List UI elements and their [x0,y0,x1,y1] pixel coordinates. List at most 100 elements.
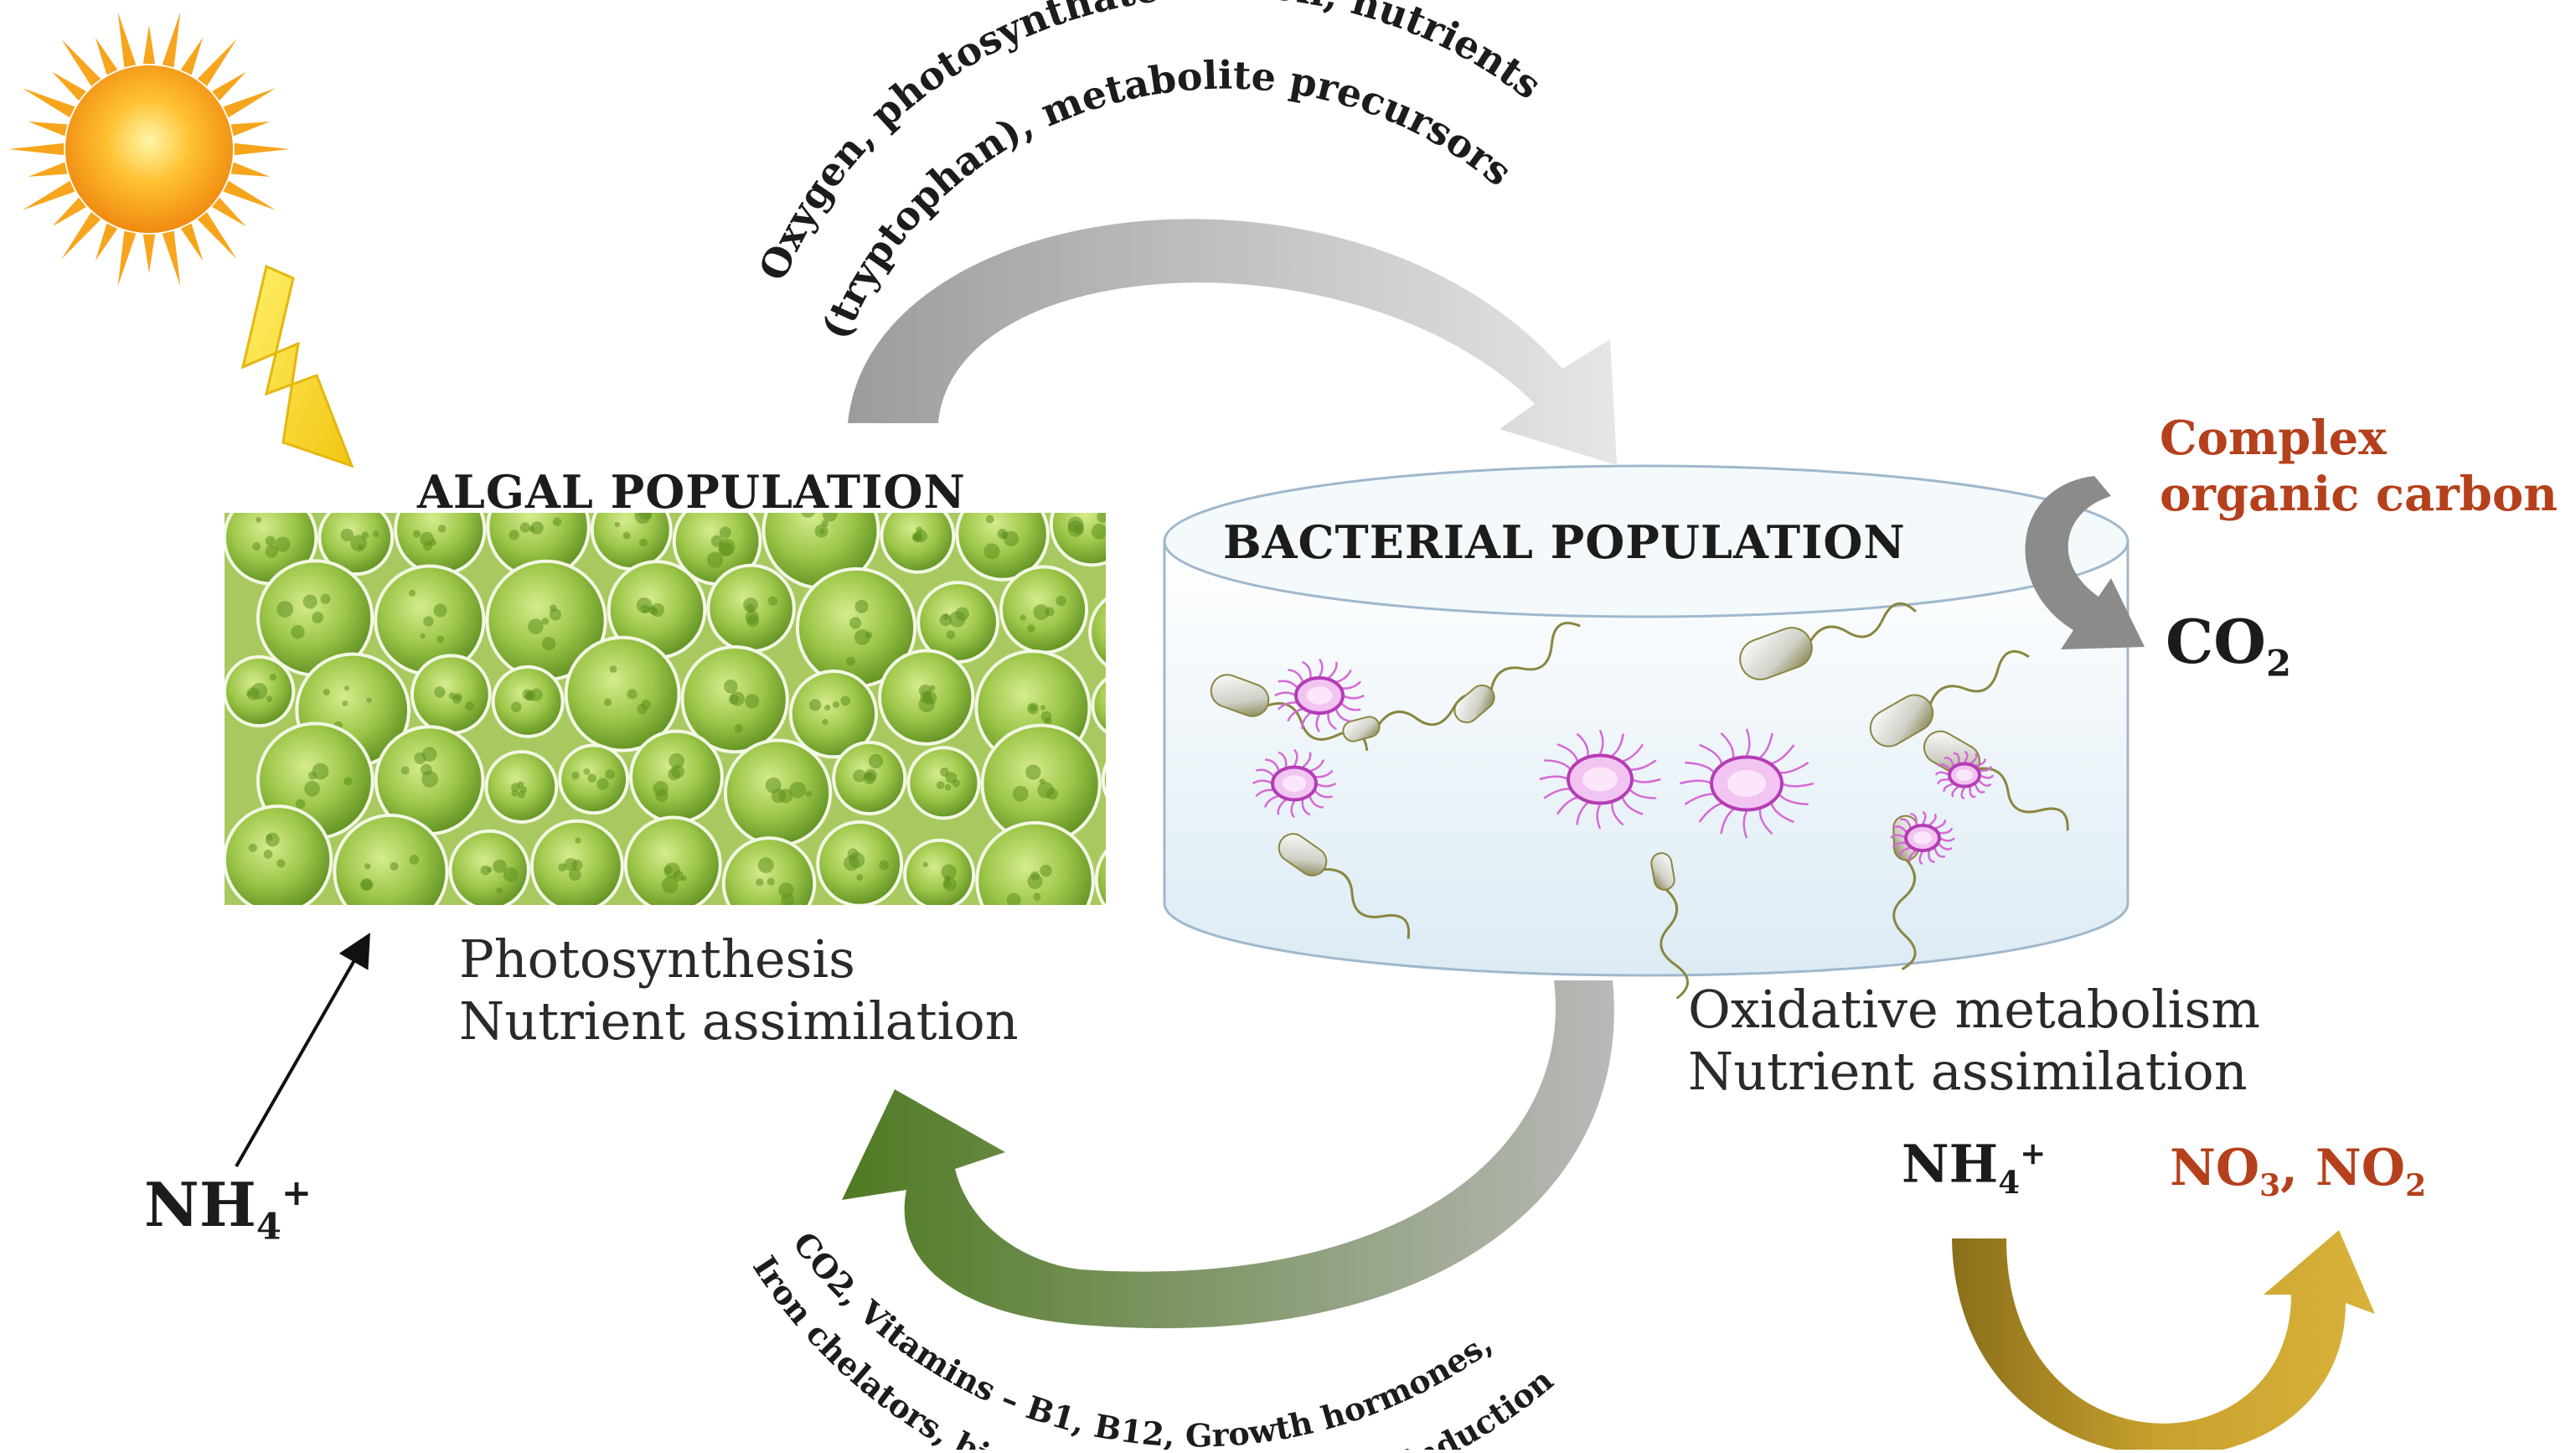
lightning-bolt-icon [240,264,354,468]
algal-chloroplast [801,513,816,518]
sun-ray [180,223,204,261]
algal-chloroplast [269,673,277,681]
algal-chloroplast [879,860,889,871]
algal-chloroplast [1149,866,1164,881]
algal-chloroplast [420,633,426,639]
algal-cell [1101,762,1106,798]
algal-chloroplast [939,613,952,627]
sun-ray [28,162,68,177]
sun-ray [95,223,118,261]
algal-chloroplast [452,695,462,704]
co2-subscript: 2 [2266,642,2292,685]
sun-ray [212,197,246,227]
algal-chloroplast [302,594,317,609]
algal-chloroplast [822,718,829,726]
algal-chloroplast [922,861,928,867]
algal-chloroplast [767,877,775,886]
algal-chloroplast [1118,756,1135,773]
algal-chloroplast [412,530,421,538]
sun-ray [28,122,68,137]
algal-chloroplast [1025,764,1041,780]
algal-chloroplast [912,534,920,540]
rod-bacterium [1869,649,2030,747]
nh4-left-superscript: + [281,1171,312,1214]
algal-chloroplast [854,599,869,613]
algal-chloroplast [641,699,651,710]
sun-ray [117,12,137,68]
algal-chloroplast [832,701,840,708]
algal-chloroplast [276,859,286,868]
algal-chloroplast [639,538,648,547]
no-separator: , [2280,1139,2315,1197]
algal-chloroplast [276,601,294,618]
algal-chloroplast [936,781,945,789]
algal-process-photosynthesis: Photosynthesis [459,928,855,990]
algal-chloroplast [653,781,669,797]
algal-chloroplast [941,864,957,880]
algal-chloroplast [1033,604,1050,621]
pili-bacterium [1934,750,1995,800]
algal-chloroplast [312,763,329,780]
nh4-uptake-arrow [235,933,370,1167]
algal-chloroplast [854,629,870,645]
algal-chloroplast [575,837,581,844]
bacterial-process-oxidative-metabolism: Oxidative metabolism [1688,979,2261,1040]
algal-chloroplast [1027,624,1035,633]
algal-chloroplast [1012,785,1029,802]
algal-chloroplast [248,843,257,852]
pili-bacterium [1679,728,1815,839]
sun-ray [162,230,181,287]
algal-cell [623,815,722,905]
algal-cell-mat [225,513,1164,905]
algal-cell [564,635,681,752]
algal-chloroplast [364,863,371,870]
pili-bacterium [1890,810,1955,866]
algal-chloroplast [1091,523,1106,540]
algal-cell [333,814,449,905]
algal-chloroplast [1127,629,1133,636]
sun-ray [212,71,246,101]
sun-ray [61,212,101,260]
pili-bacterium [1274,658,1365,733]
algal-chloroplast [541,636,556,651]
algal-chloroplast [564,857,578,871]
sun-ray [95,37,118,75]
sun-ray [230,122,271,137]
algal-chloroplast [746,614,759,628]
algal-chloroplast [1155,885,1160,890]
pili-bacterium [1539,729,1661,830]
algal-chloroplast [583,768,591,775]
algal-chloroplast [304,780,320,797]
algal-chloroplast [1128,871,1144,887]
algal-chloroplast [840,695,851,706]
sun-ray [22,88,75,118]
algal-chloroplast [603,698,612,706]
algal-chloroplast [1020,614,1026,621]
algal-chloroplast [1116,623,1123,630]
sun-ray [52,71,86,101]
algal-chloroplast [359,878,373,892]
algal-chloroplast [366,697,372,703]
algal-chloroplast [503,867,519,882]
algal-chloroplast [822,513,838,522]
algal-chloroplast [849,617,862,629]
algal-chloroplast [434,686,446,698]
algal-chloroplast [638,513,653,520]
algal-chloroplast [465,701,475,711]
algal-chloroplast [496,887,503,894]
algal-chloroplast [1118,686,1135,703]
bacterial-cylinder [1163,464,2129,977]
algal-chloroplast [275,536,291,552]
algal-chloroplast [718,542,733,557]
algal-cell [1088,597,1106,667]
algal-chloroplast [946,630,956,639]
algal-chloroplast [756,878,764,887]
algal-cell [955,513,1050,582]
algal-chloroplast [745,694,760,709]
algal-chloroplast [256,516,262,523]
algal-chloroplast [819,528,825,534]
algal-chloroplast [423,616,434,627]
algal-chloroplast [529,688,543,701]
algal-chloroplast [340,528,354,542]
